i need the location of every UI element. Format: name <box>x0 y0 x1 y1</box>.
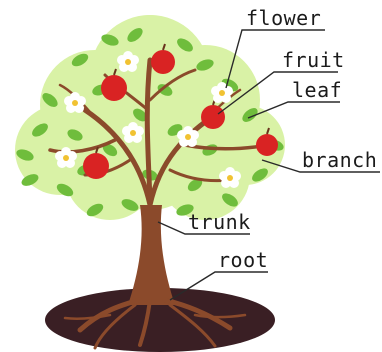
leaf-label: leaf <box>292 80 342 100</box>
trunk-label: trunk <box>188 212 251 232</box>
flower-label: flower <box>246 8 321 28</box>
root-label: root <box>218 250 268 270</box>
branch-label: branch <box>302 150 377 170</box>
trunk <box>128 205 175 305</box>
fruit-label: fruit <box>282 50 345 70</box>
